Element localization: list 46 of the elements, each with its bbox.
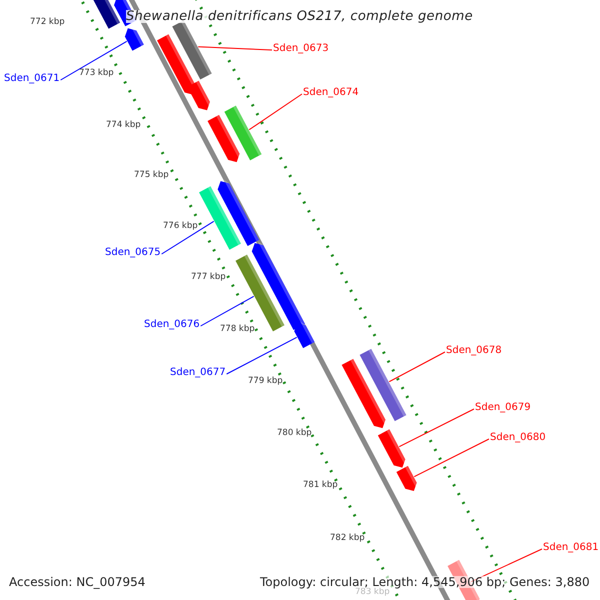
tick-label: 782 kbp [330,534,365,542]
gene-label: Sden_0673 [273,44,329,54]
gene-feature [218,179,260,246]
leader-line [200,296,254,326]
gene-feature [157,34,196,95]
tick-label: 775 kbp [134,171,169,180]
gene-label: Sden_0675 [105,248,161,258]
tick-label: 781 kbp [303,481,338,490]
gene-feature [224,106,262,160]
gene-feature [378,429,406,468]
gene-feature [172,20,212,80]
gene-label: Sden_0677 [170,368,226,378]
gene-label: Sden_0676 [144,320,200,330]
gene-feature [294,321,315,348]
leader-line [388,352,446,382]
tick-label: 772 kbp [30,18,65,26]
gene-feature [199,186,241,250]
leader-line [198,46,272,50]
tick-label: 773 kbp [79,69,114,78]
leader-line [226,336,298,374]
gene-feature [208,114,240,162]
tick-label: 779 kbp [248,377,283,386]
leader-line [414,438,490,478]
info-text: Accession: NC_007954 [9,576,146,588]
gene-label: Sden_0678 [446,346,502,356]
gene-label: Sden_0680 [490,433,546,443]
gene-label: Sden_0671 [4,74,60,84]
tick-label: 783 kbp [355,588,390,596]
gene-label: Sden_0681 [543,543,599,553]
tick-label: 780 kbp [277,429,312,438]
tick-label: 774 kbp [106,121,141,130]
gene-feature [360,348,406,422]
gene-feature [342,358,386,428]
gene-feature [124,26,144,51]
tick-label: 776 kbp [163,222,198,230]
leader-line [470,548,542,582]
leader-line [398,408,474,448]
leader-line [161,220,214,254]
gene-label: Sden_0679 [475,403,531,413]
leader-line [248,94,302,130]
gene-feature [396,466,417,492]
tick-label: 778 kbp [220,325,255,334]
gene-feature [236,254,284,332]
gene-label: Sden_0674 [303,88,359,98]
leader-line [60,40,128,80]
tick-label: 777 kbp [191,273,226,282]
